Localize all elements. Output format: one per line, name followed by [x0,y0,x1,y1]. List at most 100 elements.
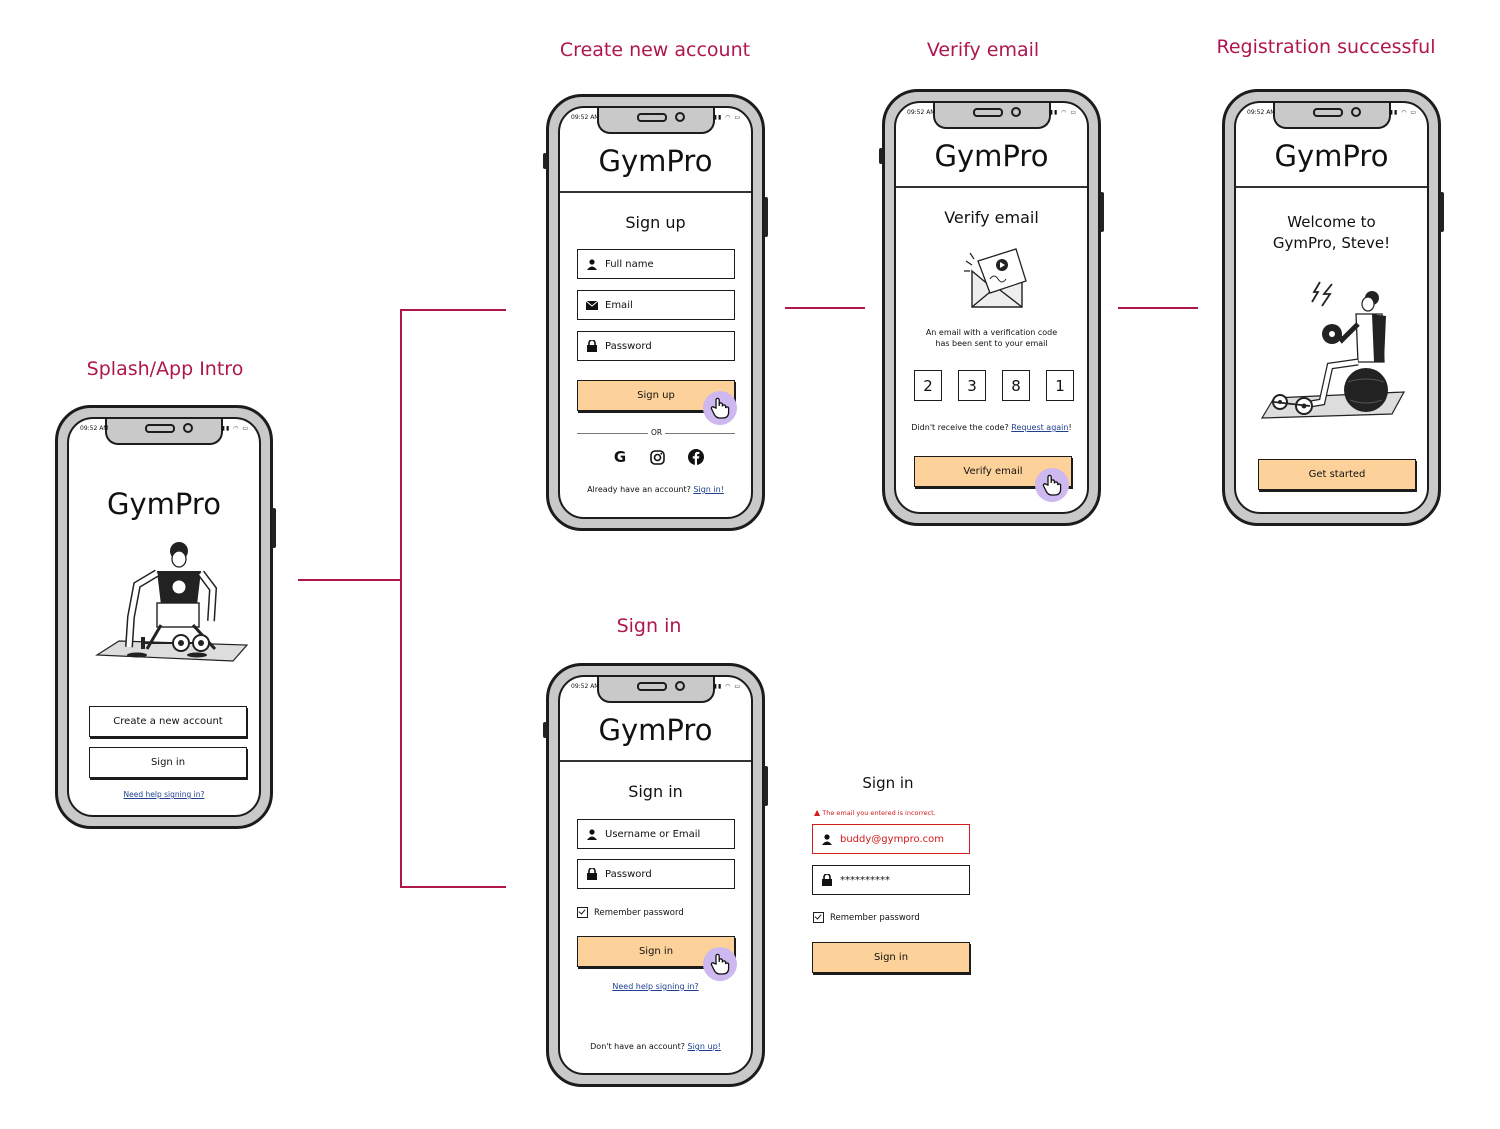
password-input-filled[interactable]: ********** [812,865,970,895]
brand-title: GymPro [107,487,221,521]
error-text: The email you entered is incorrect. [822,809,936,817]
welcome-line2: GymPro, Steve! [1272,234,1391,252]
request-again-link[interactable]: Request again [1011,423,1069,432]
user-icon [821,833,833,845]
phone-notch [596,108,715,134]
status-time: 09:52 AM [571,683,600,690]
password-value: ********** [840,874,890,886]
sign-in-footer-text: Don't have an account? [590,1042,685,1051]
sign-up-footer: Already have an account? Sign in! [560,485,751,494]
phone-splash: 09:52 AM ▮▮ ◠ ▭ GymPro Create a new acco… [55,405,276,829]
help-signing-in-link[interactable]: Need help signing in? [123,790,205,799]
hand-pointer-icon [703,947,737,981]
sign-in-footer: Don't have an account? Sign up! [560,1042,751,1051]
error-message: ▲ The email you entered is incorrect. [814,808,936,817]
warning-icon: ▲ [814,808,821,817]
lock-icon [586,868,598,880]
connector [400,309,402,888]
phone-notch [932,103,1051,129]
create-account-button[interactable]: Create a new account [89,706,247,737]
sign-in-error-heading: Sign in [862,774,914,792]
checkbox-checked-icon[interactable] [577,907,588,918]
resend-suffix: ! [1068,423,1072,432]
facebook-icon[interactable] [688,449,704,465]
email-value: buddy@gympro.com [840,833,945,845]
remember-password-label: Remember password [830,913,920,923]
envelope-icon [586,300,598,310]
username-placeholder: Username or Email [605,828,701,840]
password-input[interactable]: Password [577,859,735,889]
phone-sign-in: 09:52 AM ▮▮ ◠ ▭ GymPro Sign in Username … [543,663,768,1087]
screen-verify-email: 09:52 AM ▮▮ ◠ ▭ GymPro Verify email An e… [894,101,1089,514]
sign-up-heading: Sign up [625,213,686,232]
phone-registration-success: 09:52 AM ▮▮ ◠ ▭ GymPro Welcome to GymPro… [1222,89,1444,526]
resend-text: Didn't receive the code? [911,423,1009,432]
fitness-ball-illustration [1260,281,1406,419]
full-name-input[interactable]: Full name [577,249,735,279]
status-time: 09:52 AM [80,425,109,432]
user-icon [586,258,598,270]
otp-digit-2[interactable]: 3 [958,370,986,401]
connector [785,307,865,309]
brand-title: GymPro [934,139,1049,173]
welcome-line1: Welcome to [1287,213,1376,231]
header-divider [896,186,1087,188]
otp-digit-1[interactable]: 2 [914,370,942,401]
status-time: 09:52 AM [571,114,600,121]
header-divider [560,191,751,193]
resend-row: Didn't receive the code? Request again! [896,423,1087,432]
header-divider [560,760,751,762]
weightlifter-illustration [95,542,249,662]
phone-notch [596,677,715,703]
screen-registration-success: 09:52 AM ▮▮ ◠ ▭ GymPro Welcome to GymPro… [1234,101,1429,514]
password-placeholder: Password [605,340,652,352]
get-started-button[interactable]: Get started [1258,459,1416,490]
status-icons: ▮▮ ◠ ▭ [1389,109,1417,116]
status-icons: ▮▮ ◠ ▭ [1049,109,1077,116]
connector [400,886,506,888]
phone-notch [1272,103,1391,129]
screen-sign-up: 09:52 AM ▮▮ ◠ ▭ GymPro Sign up Full name… [558,106,753,519]
or-text: OR [648,428,666,437]
sign-in-button[interactable]: Sign in [89,747,247,778]
lock-icon [586,340,598,352]
remember-password-row[interactable]: Remember password [577,907,684,918]
otp-digit-4[interactable]: 1 [1046,370,1074,401]
phone-verify-email: 09:52 AM ▮▮ ◠ ▭ GymPro Verify email An e… [879,89,1104,526]
instagram-icon[interactable] [650,450,665,465]
label-splash: Splash/App Intro [86,358,244,380]
header-divider [1236,186,1427,188]
checkbox-checked-icon[interactable] [813,912,824,923]
sign-in-button[interactable]: Sign in [812,942,970,973]
help-signing-in-link[interactable]: Need help signing in? [612,982,699,991]
label-create-account: Create new account [559,39,751,61]
google-icon[interactable]: G [613,448,627,466]
sign-in-heading: Sign in [628,782,683,801]
sign-up-link[interactable]: Sign up! [687,1042,721,1051]
label-registration-successful: Registration successful [1216,36,1436,58]
sign-up-footer-text: Already have an account? [587,485,691,494]
remember-password-row[interactable]: Remember password [813,912,920,923]
verify-email-heading: Verify email [944,208,1039,227]
email-input-error[interactable]: buddy@gympro.com [812,824,970,854]
phone-sign-up: 09:52 AM ▮▮ ◠ ▭ GymPro Sign up Full name… [543,94,768,531]
full-name-placeholder: Full name [605,258,654,270]
status-icons: ▮▮ ◠ ▭ [221,425,249,432]
status-time: 09:52 AM [907,109,936,116]
email-input[interactable]: Email [577,290,735,320]
password-input[interactable]: Password [577,331,735,361]
screen-splash: 09:52 AM ▮▮ ◠ ▭ GymPro Create a new acco… [67,417,261,817]
remember-password-label: Remember password [594,908,684,918]
brand-title: GymPro [1274,139,1389,173]
email-placeholder: Email [605,299,633,311]
user-icon [586,828,598,840]
screen-sign-in: 09:52 AM ▮▮ ◠ ▭ GymPro Sign in Username … [558,675,753,1075]
lock-icon [821,874,833,886]
brand-title: GymPro [598,713,713,747]
status-icons: ▮▮ ◠ ▭ [713,114,741,121]
sign-in-link[interactable]: Sign in! [693,485,724,494]
verify-message-line2: has been sent to your email [935,339,1048,348]
username-email-input[interactable]: Username or Email [577,819,735,849]
connector [298,579,402,581]
otp-digit-3[interactable]: 8 [1002,370,1030,401]
